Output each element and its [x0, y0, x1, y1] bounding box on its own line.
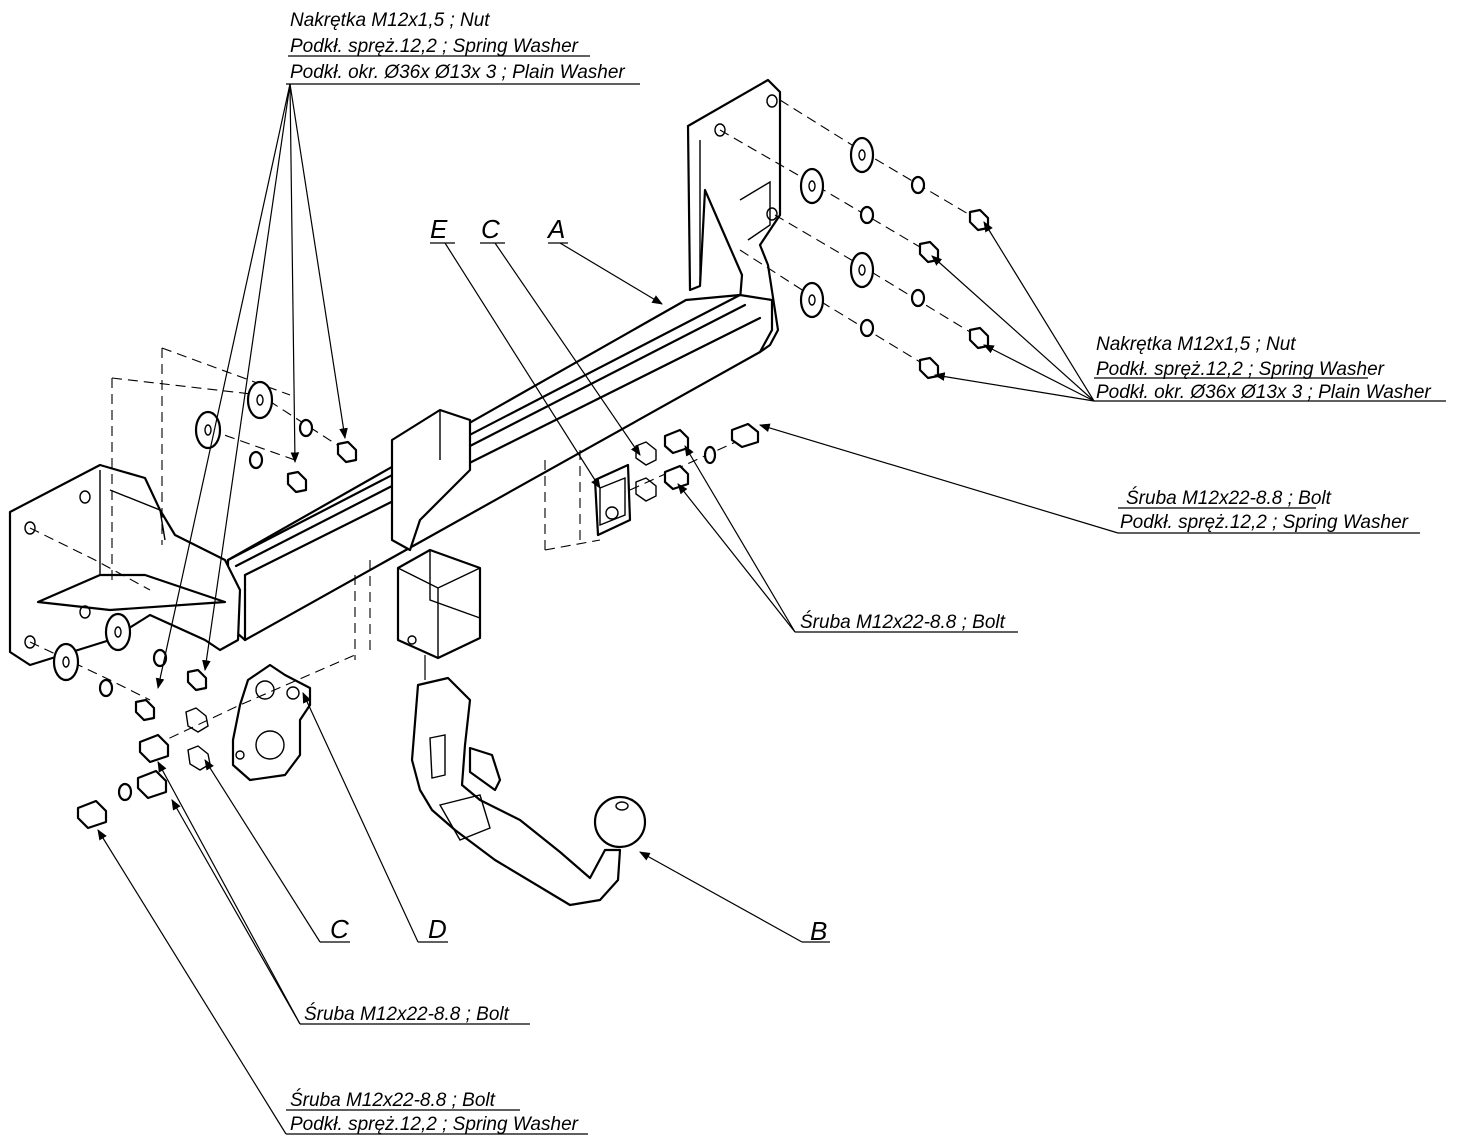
- bolts-and-washers: [76, 422, 760, 830]
- letter-C-bottom: C: [330, 914, 349, 944]
- bottom-bolt-label: Śruba M12x22-8.8 ; Bolt: [304, 1003, 510, 1025]
- left-mounting-plate: [8, 463, 242, 667]
- letter-A: A: [546, 214, 565, 244]
- left-upper-hardware: [194, 380, 358, 494]
- part-letters: E C A C D B: [330, 214, 827, 946]
- letter-C-top: C: [481, 214, 500, 244]
- leader-lines: [97, 83, 1446, 1135]
- label-right: Nakrętka M12x1,5 ; Nut Podkł. spręż.12,2…: [1096, 334, 1431, 403]
- right-bolt-label: Śruba M12x22-8.8 ; Bolt: [1126, 487, 1332, 509]
- ball-hook-B: [410, 676, 647, 907]
- label-bottom-left: Śruba M12x22-8.8 ; Bolt Podkł. spręż.12,…: [290, 1089, 579, 1135]
- label-right-bolt: Śruba M12x22-8.8 ; Bolt Podkł. spręż.12,…: [1120, 487, 1409, 533]
- right-nut-label: Nakrętka M12x1,5 ; Nut: [1096, 334, 1296, 355]
- letter-E: E: [430, 214, 448, 244]
- electrical-bracket-E: [593, 463, 632, 537]
- top-left-plain-washer-label: Podkł. okr. Ø36x Ø13x 3 ; Plain Washer: [290, 62, 625, 83]
- right-bolt-washer-label: Podkł. spręż.12,2 ; Spring Washer: [1120, 512, 1409, 533]
- letter-B: B: [810, 916, 827, 946]
- socket-plate-D: [231, 663, 312, 782]
- label-underlines: [286, 55, 1368, 1111]
- letter-D: D: [428, 914, 447, 944]
- label-top-left: Nakrętka M12x1,5 ; Nut Podkł. spręż.12,2…: [290, 10, 625, 83]
- center-bolt-label: Śruba M12x22-8.8 ; Bolt: [800, 611, 1006, 633]
- bottom-left-washer-label: Podkł. spręż.12,2 ; Spring Washer: [290, 1114, 579, 1135]
- top-left-nut-label: Nakrętka M12x1,5 ; Nut: [290, 10, 490, 31]
- right-plain-washer-label: Podkł. okr. Ø36x Ø13x 3 ; Plain Washer: [1096, 382, 1431, 403]
- center-bracket: [390, 408, 482, 680]
- top-left-spring-washer-label: Podkł. spręż.12,2 ; Spring Washer: [290, 36, 579, 57]
- right-hardware: [799, 136, 990, 380]
- crossbar-A: [226, 293, 774, 642]
- right-spring-washer-label: Podkł. spręż.12,2 ; Spring Washer: [1096, 359, 1385, 380]
- bottom-left-bolt-label: Śruba M12x22-8.8 ; Bolt: [290, 1089, 496, 1111]
- left-lower-hardware: [52, 612, 208, 722]
